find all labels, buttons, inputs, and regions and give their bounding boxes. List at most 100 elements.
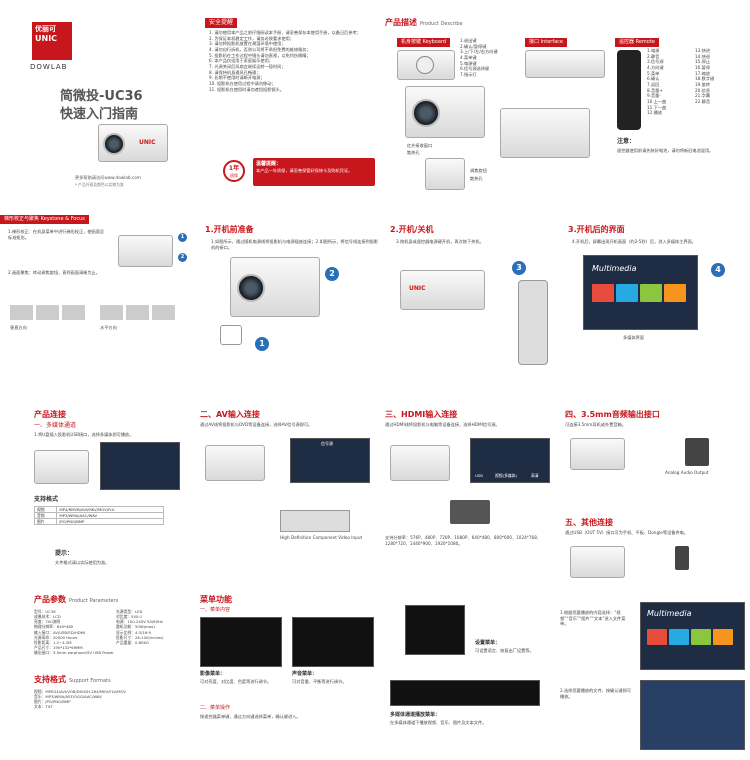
tip-title: 提示： bbox=[55, 550, 74, 557]
remote-item: 11.下一曲 bbox=[647, 104, 667, 110]
signal-label: 信号源 bbox=[321, 441, 333, 446]
audio-projector bbox=[570, 438, 625, 470]
step2-text: 3.按机身或遥控器电源键开机，再次按下关机。 bbox=[396, 239, 484, 244]
remote-item: 13.快进 bbox=[695, 48, 711, 53]
remote-item: 12.播放 bbox=[647, 110, 663, 116]
trapezoid-icon bbox=[152, 305, 175, 320]
remote-item: 10.上一曲 bbox=[647, 99, 667, 105]
sound-menu-title: 声音菜单： bbox=[292, 671, 318, 677]
remote-item: 4.方向键 bbox=[647, 65, 664, 71]
format-title: 支持格式 bbox=[34, 496, 59, 503]
format-line: 文本：TXT bbox=[34, 704, 53, 710]
phone-icon bbox=[675, 546, 689, 570]
tip-text: 文件格式请以实际使用为准。 bbox=[55, 560, 110, 565]
remote-item: 14.快退 bbox=[695, 53, 711, 59]
param-item: 输出接口：3.5mm earphone/5V USB Power bbox=[34, 650, 114, 655]
remote-item: 9.音量- bbox=[647, 93, 661, 99]
safety-item: 1. 请勿使用本产品之前仔细阅读本手册，请妥善保存本使用手册，以备日后参考； bbox=[209, 30, 361, 35]
connection-sub: 一、多媒体通道 bbox=[34, 422, 77, 429]
sound-menu-screen bbox=[292, 617, 374, 667]
notes-title: 注意： bbox=[617, 138, 636, 145]
kb-item: 7.指示灯 bbox=[460, 72, 477, 78]
param-item: 产品尺寸：190*132*69MM bbox=[34, 644, 83, 650]
remote-item: 1.电源 bbox=[647, 48, 660, 53]
safety-item: 3. 请勿将投影机放置在潮湿环境中使用； bbox=[209, 41, 286, 47]
safety-title: 安全提醒 bbox=[205, 18, 238, 29]
kb-item: 6.信号源选择键 bbox=[460, 66, 490, 72]
projector-bottom bbox=[425, 158, 465, 190]
safety-item: 6. 本产品仅适用于家庭娱乐使用； bbox=[209, 58, 273, 64]
step-circle-3: 3 bbox=[512, 261, 526, 275]
keystone-tag: 梯形校正与聚焦 Keystone & Focus bbox=[0, 215, 89, 224]
remote-item: 2.静音 bbox=[647, 53, 660, 59]
param-item: 电源：100-240V 50/60Hz bbox=[116, 619, 163, 625]
lens-icon bbox=[103, 133, 125, 155]
step1-text: 1.如图所示，通过随机电源线将投影机与电源插座连接；2.如图所示，将信号线连接到… bbox=[211, 239, 379, 250]
safety-item: 9. 长期不使用时请断开电源； bbox=[209, 75, 265, 81]
cover-title: 简微投-UC36 bbox=[60, 89, 143, 104]
table-cell: MP3/WMA/AAC/WAV bbox=[56, 512, 164, 520]
brand-unic: UNIC bbox=[35, 34, 58, 44]
param-item: 投影尺寸：26-100(inches) bbox=[116, 634, 164, 640]
cover-panel: 优丽可 UNIC DOWLAB 简微投-UC36 快速入门指南 UNIC 更多帮… bbox=[0, 0, 200, 200]
horizontal-label: 水平方向 bbox=[100, 325, 117, 330]
keyboard-diagram bbox=[397, 50, 455, 80]
hdmi-title: 三、HDMI输入连接 bbox=[385, 410, 458, 419]
picture-menu-text: 可对亮度、对比度、色度等进行调节。 bbox=[200, 679, 272, 684]
param-item: 整机功耗：50W(max) bbox=[116, 624, 155, 630]
safety-panel: 安全提醒 1. 请勿使用本产品之前仔细阅读本手册，请妥善保存本使用手册，以备日后… bbox=[205, 18, 380, 198]
conn-projector bbox=[34, 450, 89, 484]
step3-title: 3.开机后的界面 bbox=[568, 225, 625, 234]
picture-menu-title: 影像菜单： bbox=[200, 671, 226, 677]
keystone-panel: 梯形校正与聚焦 Keystone & Focus 1.梯形校正：在机身菜单中进行… bbox=[0, 215, 200, 390]
param-item: 型号：UC36 bbox=[34, 609, 56, 614]
src-hd: 高清 bbox=[531, 473, 539, 478]
remote-item: 3.信号源 bbox=[647, 59, 664, 65]
safety-item: 5. 投影机在工作过程中镜头请勿直视，以免灼伤眼睛； bbox=[209, 52, 311, 58]
table-cell: MP4/RMVB/AVI/MKV/MOV/FLV bbox=[56, 505, 164, 514]
kind-tip-box: 温馨提醒： 本产品一年质保，请妥善保管好保修卡及购机凭证。 bbox=[253, 158, 375, 186]
safety-item: 10. 投影机在使用过程中请勿移动； bbox=[209, 81, 276, 87]
video-tile bbox=[592, 284, 614, 302]
step1-projector bbox=[230, 257, 320, 317]
photo-tile bbox=[640, 284, 662, 302]
trapezoid-icon bbox=[10, 305, 33, 320]
other-text: 通过USB（OUT 5V）接口可为手机、平板、Dongle等设备供电。 bbox=[565, 530, 688, 535]
safety-item: 8. 请保持机身通风孔畅通； bbox=[209, 69, 261, 75]
table-cell: 音频 bbox=[33, 512, 58, 520]
table-cell: JPG/PNG/BMP bbox=[56, 518, 164, 526]
remote-item: 15.停止 bbox=[695, 59, 711, 65]
audio-panel: 四、3.5mm音频输出接口 可连接3.5mm耳机或外置音箱。 Analog Au… bbox=[565, 410, 750, 510]
connection-panel: 产品连接 一、多媒体通道 1.将U盘插入投影机USB接口，选择多媒体即可播放。 … bbox=[0, 410, 195, 585]
other-projector bbox=[570, 546, 625, 578]
settings-screen bbox=[405, 605, 465, 655]
source-screen bbox=[100, 442, 180, 490]
safety-list: 1. 请勿使用本产品之前仔细阅读本手册，请妥善保存本使用手册，以备日后参考； 2… bbox=[209, 30, 377, 92]
menu-title: 菜单功能 bbox=[200, 595, 232, 604]
multimedia-title: Multimedia bbox=[647, 609, 692, 618]
remote-item: 5.菜单 bbox=[647, 70, 660, 76]
remote-item: 7.返回 bbox=[647, 82, 660, 88]
music-tile bbox=[616, 284, 638, 302]
param-item: 光源类型：LED bbox=[116, 609, 143, 614]
website-note: 更多帮助请访问www.dowlab.com bbox=[75, 175, 141, 180]
product-title-cn: 产品描述 bbox=[385, 18, 417, 27]
remote-col1: 1.电源 2.静音 3.信号源 4.方向键 5.菜单 6.确认 7.返回 8.音… bbox=[647, 48, 666, 116]
brand-cn: 优丽可 bbox=[35, 25, 56, 33]
src-usb: USB bbox=[475, 473, 483, 478]
picture-menu-screen bbox=[200, 617, 282, 667]
remote-item: 6.确认 bbox=[647, 76, 660, 82]
text-tile bbox=[713, 629, 733, 645]
params-title-cn: 产品参数 bbox=[34, 595, 66, 604]
safety-item: 4. 请勿自行拆机，否则公司将不承担免费的维修服务； bbox=[209, 47, 311, 53]
step1-panel: 1.开机前准备 1.如图所示，通过随机电源线将投影机与电源插座连接；2.如图所示… bbox=[205, 225, 380, 390]
safety-item: 7. 光源关闭后风扇会继续运转一段时间； bbox=[209, 64, 286, 70]
other-title: 五、其他连接 bbox=[565, 518, 613, 527]
step1-title: 1.开机前准备 bbox=[205, 225, 254, 234]
step-circle-2: 2 bbox=[178, 253, 187, 262]
horizontal-shapes bbox=[100, 305, 175, 320]
params-left: 型号：UC36 成像技术：LCD 亮度：700流明 物理分辨率：640*480 … bbox=[34, 609, 114, 655]
settings-panel: 设置菜单： 可设置语言、恢复出厂设置等。 多媒体通道播放菜单： 在多媒体通道下播… bbox=[385, 600, 555, 760]
